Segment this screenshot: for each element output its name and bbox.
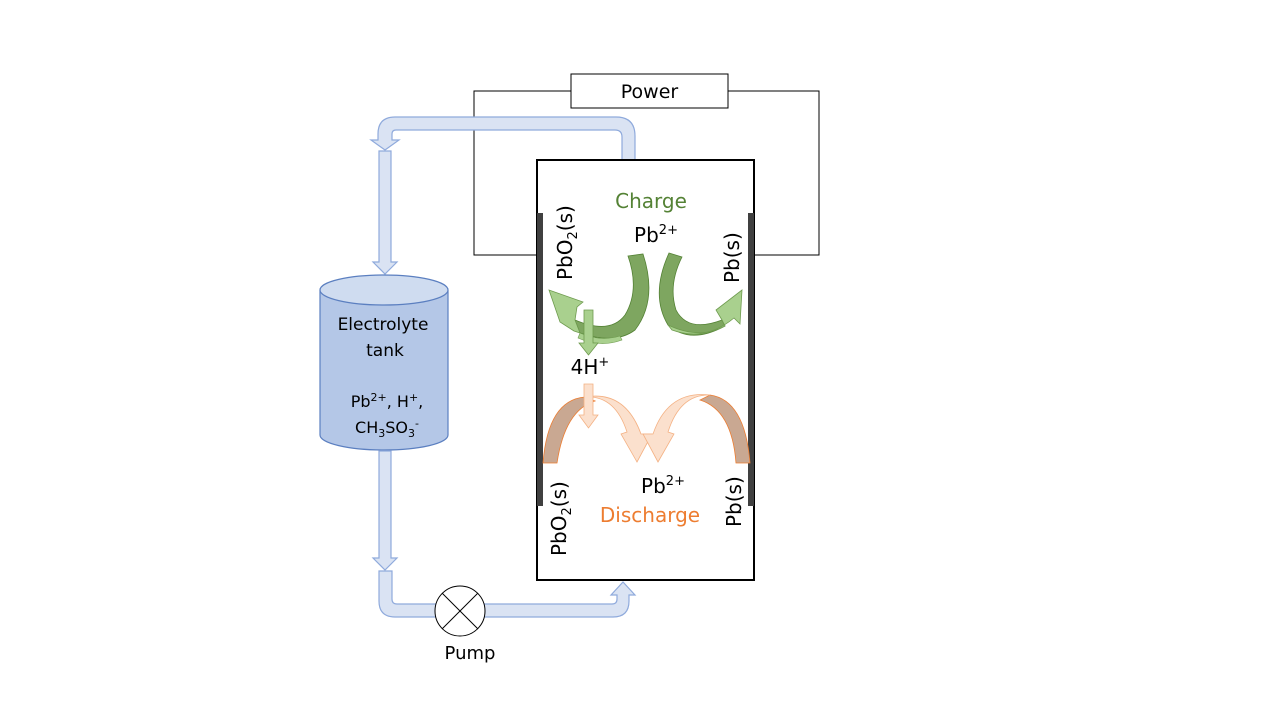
- pipe-pump-to-cell: [483, 581, 637, 618]
- charge-arrow-to-negative: [658, 252, 743, 336]
- discharge-arrow-from-negative: [642, 394, 751, 464]
- pump-label: Pump: [445, 643, 496, 664]
- pipe-top: [369, 116, 636, 161]
- positive-electrode-label-bottom: PbO2(s): [547, 481, 575, 556]
- tank-title-line2: tank: [366, 341, 404, 361]
- power-wire-right: [728, 90, 820, 256]
- pipe-down-to-tank: [371, 150, 399, 275]
- negative-electrode: [748, 213, 754, 506]
- power-supply: Power: [570, 73, 729, 109]
- positive-electrode-label-top: PbO2(s): [553, 205, 581, 280]
- discharge-proton-arrow: [578, 383, 599, 429]
- charge-title: Charge: [615, 189, 687, 213]
- tank-species-line2: CH3SO3-: [355, 417, 419, 440]
- positive-electrode: [537, 213, 543, 506]
- charge-proton-arrow: [578, 309, 599, 356]
- pipe-tank-to-pump: [371, 450, 437, 618]
- discharge-arrow-from-positive: [542, 395, 653, 464]
- discharge-ion-label: Pb2+: [641, 474, 685, 498]
- power-wire-left: [473, 90, 571, 256]
- tank-title-line1: Electrolyte: [338, 315, 429, 335]
- electrolyte-tank: Electrolyte tank Pb2+, H+, CH3SO3-: [319, 274, 449, 451]
- negative-electrode-label-top: Pb(s): [720, 232, 744, 283]
- negative-electrode-label-bottom: Pb(s): [722, 476, 746, 527]
- discharge-title: Discharge: [600, 503, 700, 527]
- pump: Pump: [434, 585, 496, 664]
- tank-species-line1: Pb2+, H+,: [351, 391, 424, 411]
- proton-label: 4H+: [571, 355, 610, 379]
- power-label: Power: [621, 81, 679, 103]
- charge-ion-label: Pb2+: [634, 223, 678, 247]
